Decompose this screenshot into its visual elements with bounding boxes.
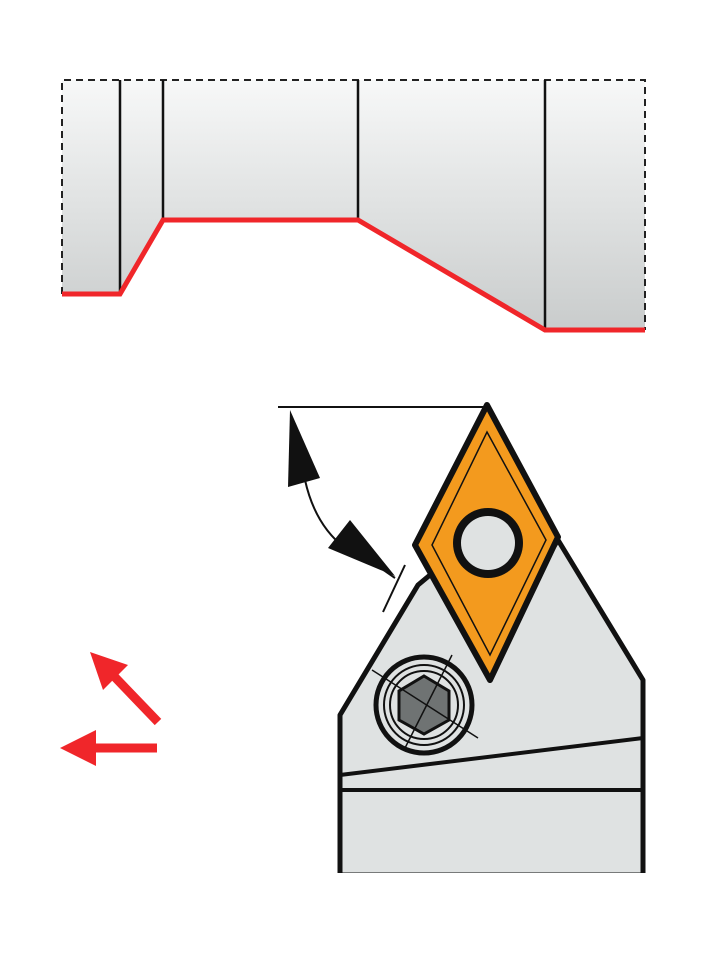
insert-chipbreaker [431,430,547,657]
arrow-up-left-icon [90,652,162,726]
insert [412,402,561,683]
workpiece-body [62,80,645,330]
arrow-left-icon [60,730,157,766]
shim-line [339,736,644,777]
workpiece-outline-dashed [61,79,646,330]
tool-holder [335,537,650,883]
machined-profile [62,217,645,333]
workpiece [61,79,646,333]
arrowhead-icon [288,410,320,487]
feed-direction-arrows [60,652,162,766]
arrowhead-icon [328,520,395,576]
insert-hole [461,516,515,570]
hex-socket-icon [397,674,451,736]
clamp-screw [371,654,479,756]
approach-angle-dimension [278,406,487,613]
